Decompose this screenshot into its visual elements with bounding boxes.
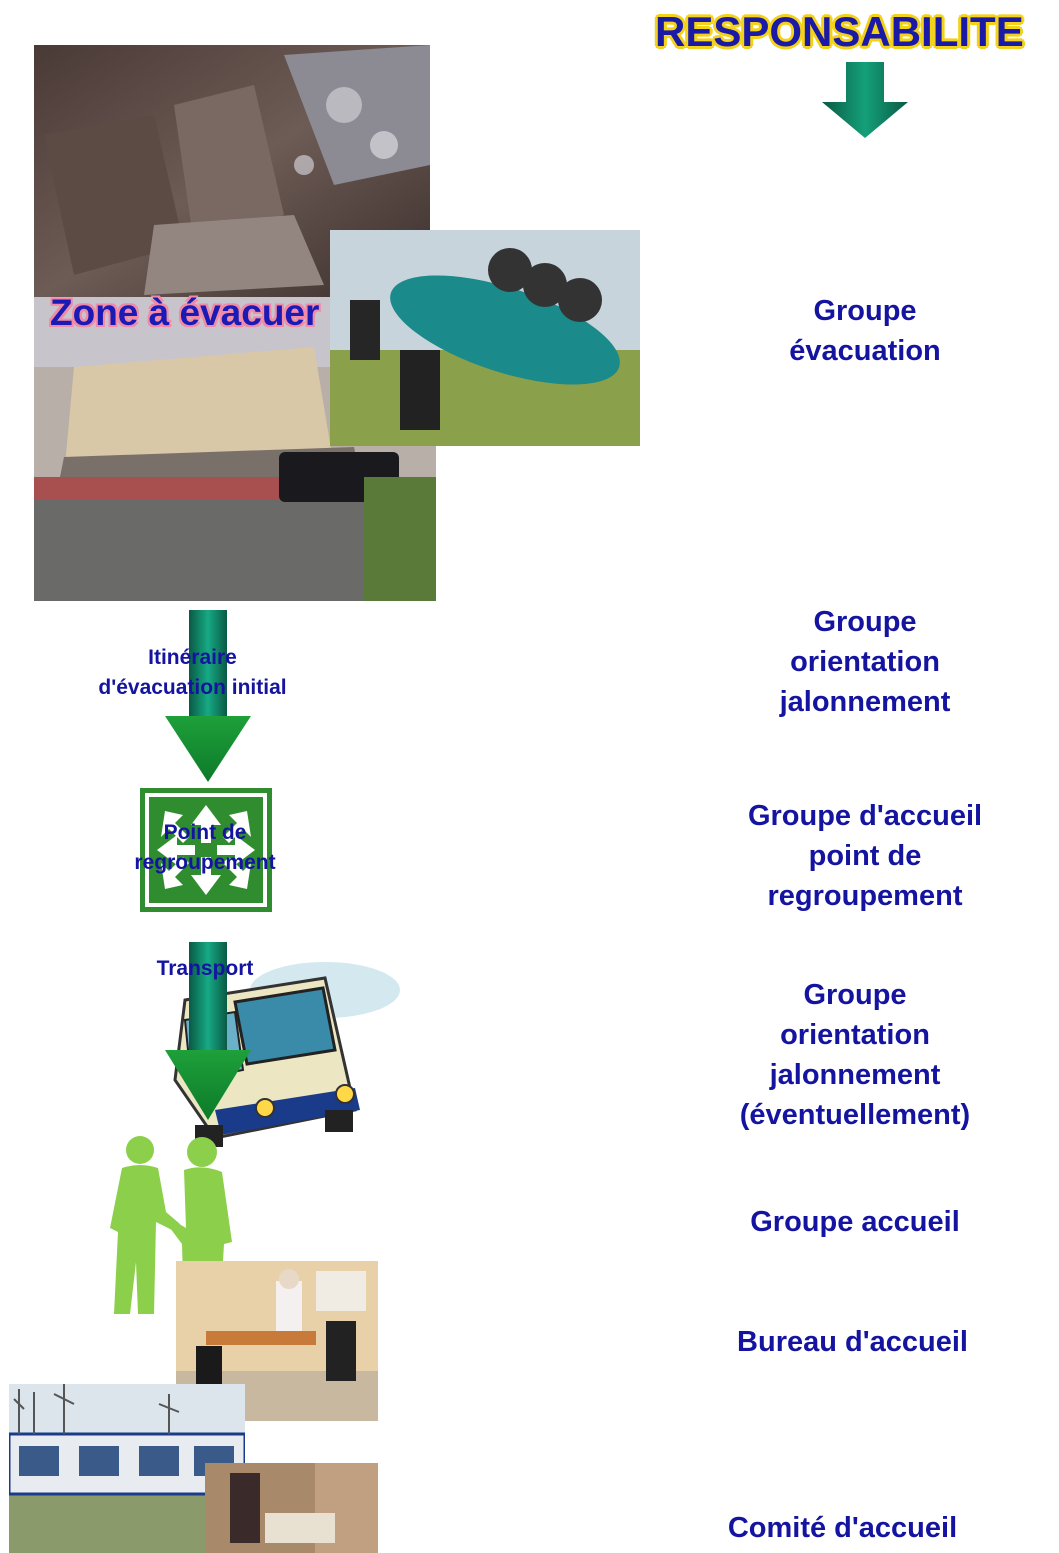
heading-down-arrow-icon	[822, 62, 908, 138]
resp-groupe-evacuation: Groupe évacuation	[789, 295, 941, 367]
resp-groupe-orientation-eventuellement: Groupe orientation jalonnement (éventuel…	[739, 979, 971, 1131]
zone-label: Zone à évacuer	[50, 292, 320, 333]
resp-bureau-accueil: Bureau d'accueil	[737, 1326, 968, 1358]
rockfall-photo	[34, 45, 430, 300]
transport-arrow-icon	[165, 942, 251, 1120]
resp-comite-accueil: Comité d'accueil	[727, 1512, 958, 1544]
resp-groupe-orientation-jalonnement: Groupe orientation jalonnement	[779, 606, 951, 718]
transport-label: Transport	[156, 957, 254, 980]
responsabilite-heading: RESPONSABILITE	[655, 8, 1024, 55]
dormitory-photo	[205, 1463, 378, 1553]
point-regroupement-label: Point de regroupement	[134, 821, 276, 874]
tanker-accident-photo	[330, 230, 640, 446]
evacuation-route-arrow-icon	[165, 610, 251, 782]
resp-groupe-accueil: Groupe accueil	[750, 1206, 960, 1238]
itineraire-label: Itinéraire d'évacuation initial	[98, 646, 287, 699]
office-photo	[176, 1261, 378, 1421]
assembly-point-sign-icon	[137, 785, 275, 915]
resp-groupe-accueil-point-regroupement: Groupe d'accueil point de regroupement	[747, 800, 983, 912]
